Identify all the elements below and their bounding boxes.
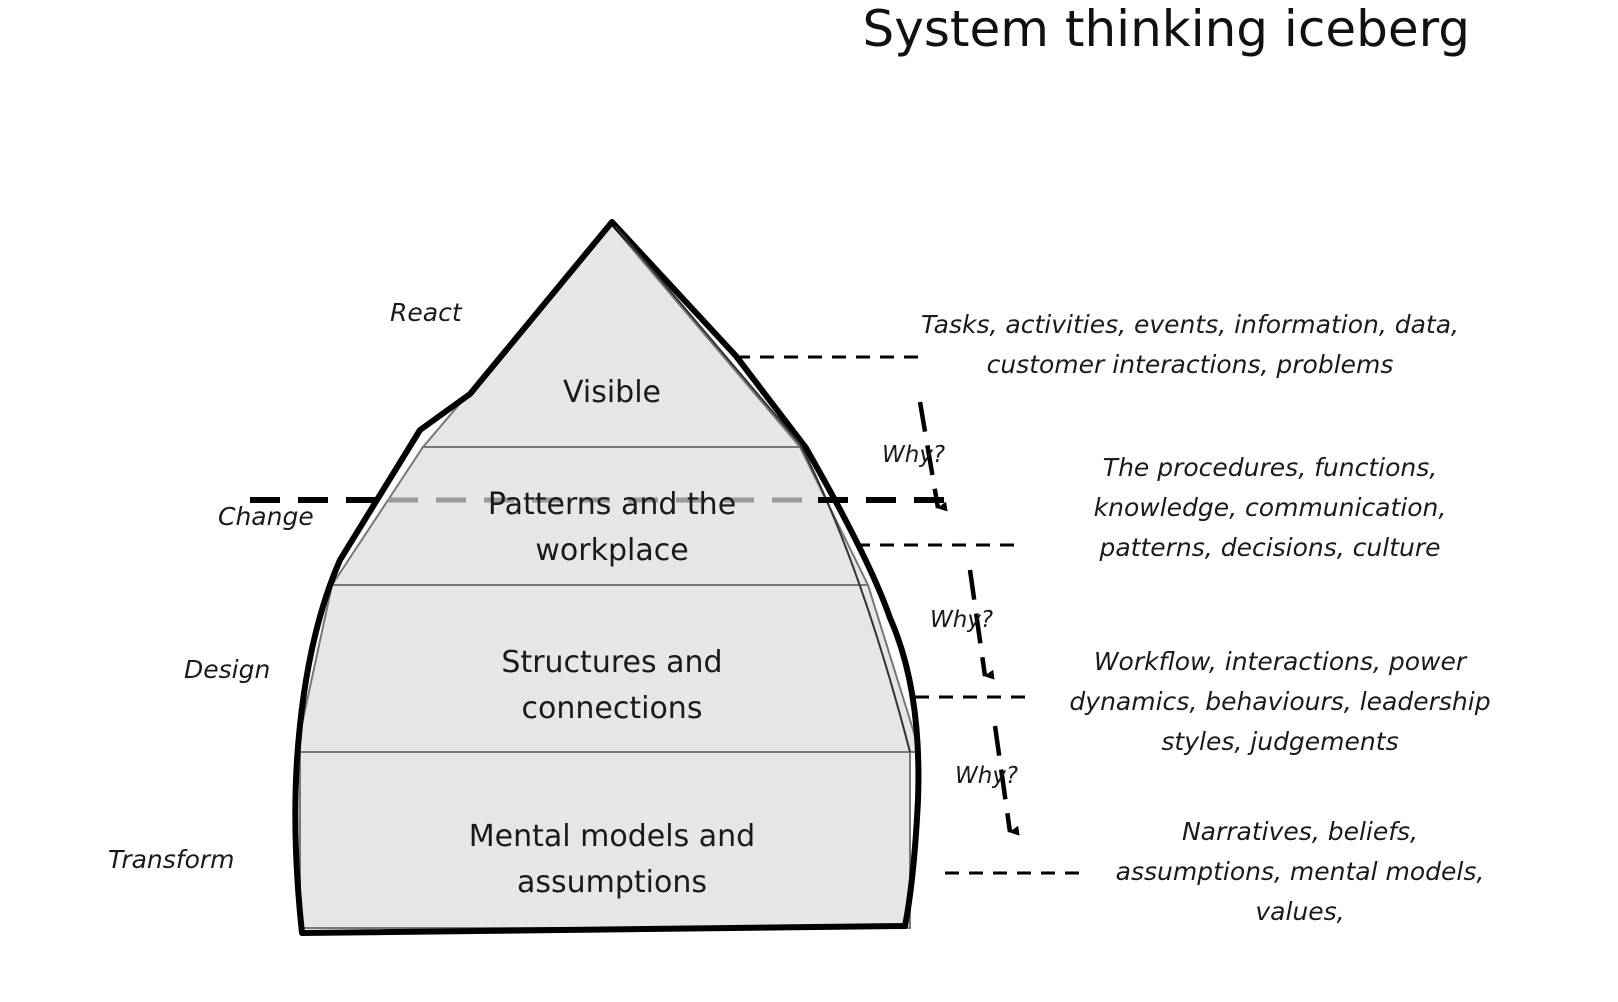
layer-label-line: connections <box>521 691 703 726</box>
layer-label-line: workplace <box>535 533 689 568</box>
why-arrow-3 <box>992 725 1020 836</box>
why-arrow-1 <box>917 401 948 512</box>
layer-label-line: Structures and <box>501 645 723 680</box>
description-line: customer interactions, problems <box>986 350 1394 379</box>
side-label-react: React <box>390 298 462 327</box>
layer-mental-shape <box>299 751 911 929</box>
description-line: The procedures, functions, <box>1102 453 1438 482</box>
description-line: Tasks, activities, events, information, … <box>921 310 1459 339</box>
iceberg-outline <box>292 219 922 936</box>
side-label-transform: Transform <box>108 845 235 874</box>
description-patterns: The procedures, functions, knowledge, co… <box>1030 448 1510 568</box>
diagram-title: System thinking iceberg <box>862 0 1470 58</box>
description-line: assumptions, mental models, <box>1115 857 1485 886</box>
why-label-2: Why? <box>930 607 994 633</box>
description-line: Workflow, interactions, power <box>1093 647 1467 676</box>
iceberg-outline-secondary <box>614 225 911 753</box>
layer-patterns-label: Patterns and the workplace <box>432 482 792 574</box>
description-line: Narratives, beliefs, <box>1181 817 1419 846</box>
description-visible: Tasks, activities, events, information, … <box>880 305 1500 385</box>
layer-label-line: assumptions <box>516 865 708 900</box>
side-label-change: Change <box>218 502 314 531</box>
description-structures: Workflow, interactions, power dynamics, … <box>1030 642 1530 762</box>
why-arrow-2 <box>967 569 995 680</box>
description-line: values, <box>1255 897 1345 926</box>
layer-label-line: Mental models and <box>468 819 756 854</box>
description-line: styles, judgements <box>1161 727 1399 756</box>
layer-structures-label: Structures and connections <box>432 640 792 732</box>
side-label-design: Design <box>184 655 271 684</box>
layer-label-line: Visible <box>563 375 661 410</box>
why-label-1: Why? <box>882 442 946 468</box>
why-label-3: Why? <box>955 763 1019 789</box>
description-line: dynamics, behaviours, leadership <box>1069 687 1491 716</box>
layer-mental-label: Mental models and assumptions <box>432 814 792 906</box>
layer-visible-label: Visible <box>462 370 762 416</box>
description-mental: Narratives, beliefs, assumptions, mental… <box>1080 812 1520 932</box>
description-line: patterns, decisions, culture <box>1099 533 1441 562</box>
layer-label-line: Patterns and the <box>487 487 737 522</box>
description-line: knowledge, communication, <box>1093 493 1447 522</box>
